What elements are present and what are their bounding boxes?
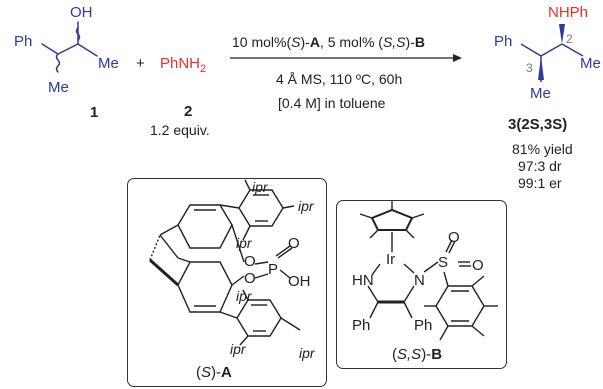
b-n: N <box>414 272 425 289</box>
p-wedge-nh <box>559 24 565 44</box>
locant-3: 3 <box>526 61 533 75</box>
conditions-line2: 4 Å MS, 110 ºC, 60h <box>276 71 403 87</box>
conditions-line3: [0.4 M] in toluene <box>278 95 386 111</box>
a-ipr-4: ipr <box>236 288 252 304</box>
conditions-line1: 10 mol%(S)-A, 5 mol% (S,S)-B <box>232 34 425 50</box>
r1-me2-label: Me <box>48 79 69 96</box>
r1-ph-label: Ph <box>14 33 33 50</box>
b-s: S <box>438 254 449 271</box>
r1-wavy-me <box>55 53 61 73</box>
a-o1: O <box>244 253 256 270</box>
product-me: Me <box>580 55 601 72</box>
r1-number: 1 <box>90 104 99 121</box>
r1-bond-ph <box>41 43 59 55</box>
product-label: 3(2S,3S) <box>508 116 568 133</box>
product-yield: 81% yield <box>512 141 573 157</box>
catalyst-a-structure <box>149 179 301 346</box>
b-hn: HN <box>352 272 374 289</box>
a-ipr-2: ipr <box>298 198 314 214</box>
locant-2: 2 <box>566 32 573 46</box>
r1-oh-label: OH <box>70 4 93 21</box>
catalyst-b-box <box>336 200 507 369</box>
a-ipr-3: ipr <box>236 235 252 251</box>
b-ph2: Ph <box>414 317 433 334</box>
r2-equiv: 1.2 equiv. <box>150 122 210 138</box>
r1-wavy-oh <box>75 27 81 41</box>
r2-number: 2 <box>184 103 193 120</box>
b-ir: Ir <box>386 251 396 268</box>
a-o2: O <box>244 270 256 287</box>
a-ipr-6: ipr <box>299 345 315 361</box>
product-ph: Ph <box>494 33 513 50</box>
p-bond-ph <box>520 43 542 57</box>
r1-bond-c2me <box>77 43 98 57</box>
a-ipr-1: ipr <box>252 179 268 195</box>
product-dr: 97:3 dr <box>518 158 562 174</box>
p-wedge-me <box>538 56 544 80</box>
r1-bond-c3c2 <box>57 43 79 55</box>
catalyst-b-caption: (S,S)-B <box>392 346 443 363</box>
p-bond-c3c2 <box>540 43 563 57</box>
product-me2: Me <box>530 85 551 102</box>
a-o3: O <box>288 235 300 252</box>
a-ipr-5: ipr <box>230 341 246 357</box>
b-ph1: Ph <box>352 317 371 334</box>
a-oh: OH <box>288 273 311 290</box>
product-er: 99:1 er <box>518 175 562 191</box>
r2-formula: PhNH2 <box>160 55 207 75</box>
product-nhph: NHPh <box>548 4 589 21</box>
catalyst-a-box <box>127 178 327 387</box>
a-p: P <box>268 261 279 278</box>
catalyst-b-structure <box>359 200 498 341</box>
p-bond-c2me <box>561 43 584 57</box>
plus-sign: + <box>136 55 145 72</box>
reaction-arrow <box>230 54 462 62</box>
b-o-right: O <box>472 257 484 274</box>
r1-me-label: Me <box>98 55 119 72</box>
b-o-top: O <box>448 229 460 246</box>
catalyst-a-caption: (S)-A <box>196 364 232 381</box>
